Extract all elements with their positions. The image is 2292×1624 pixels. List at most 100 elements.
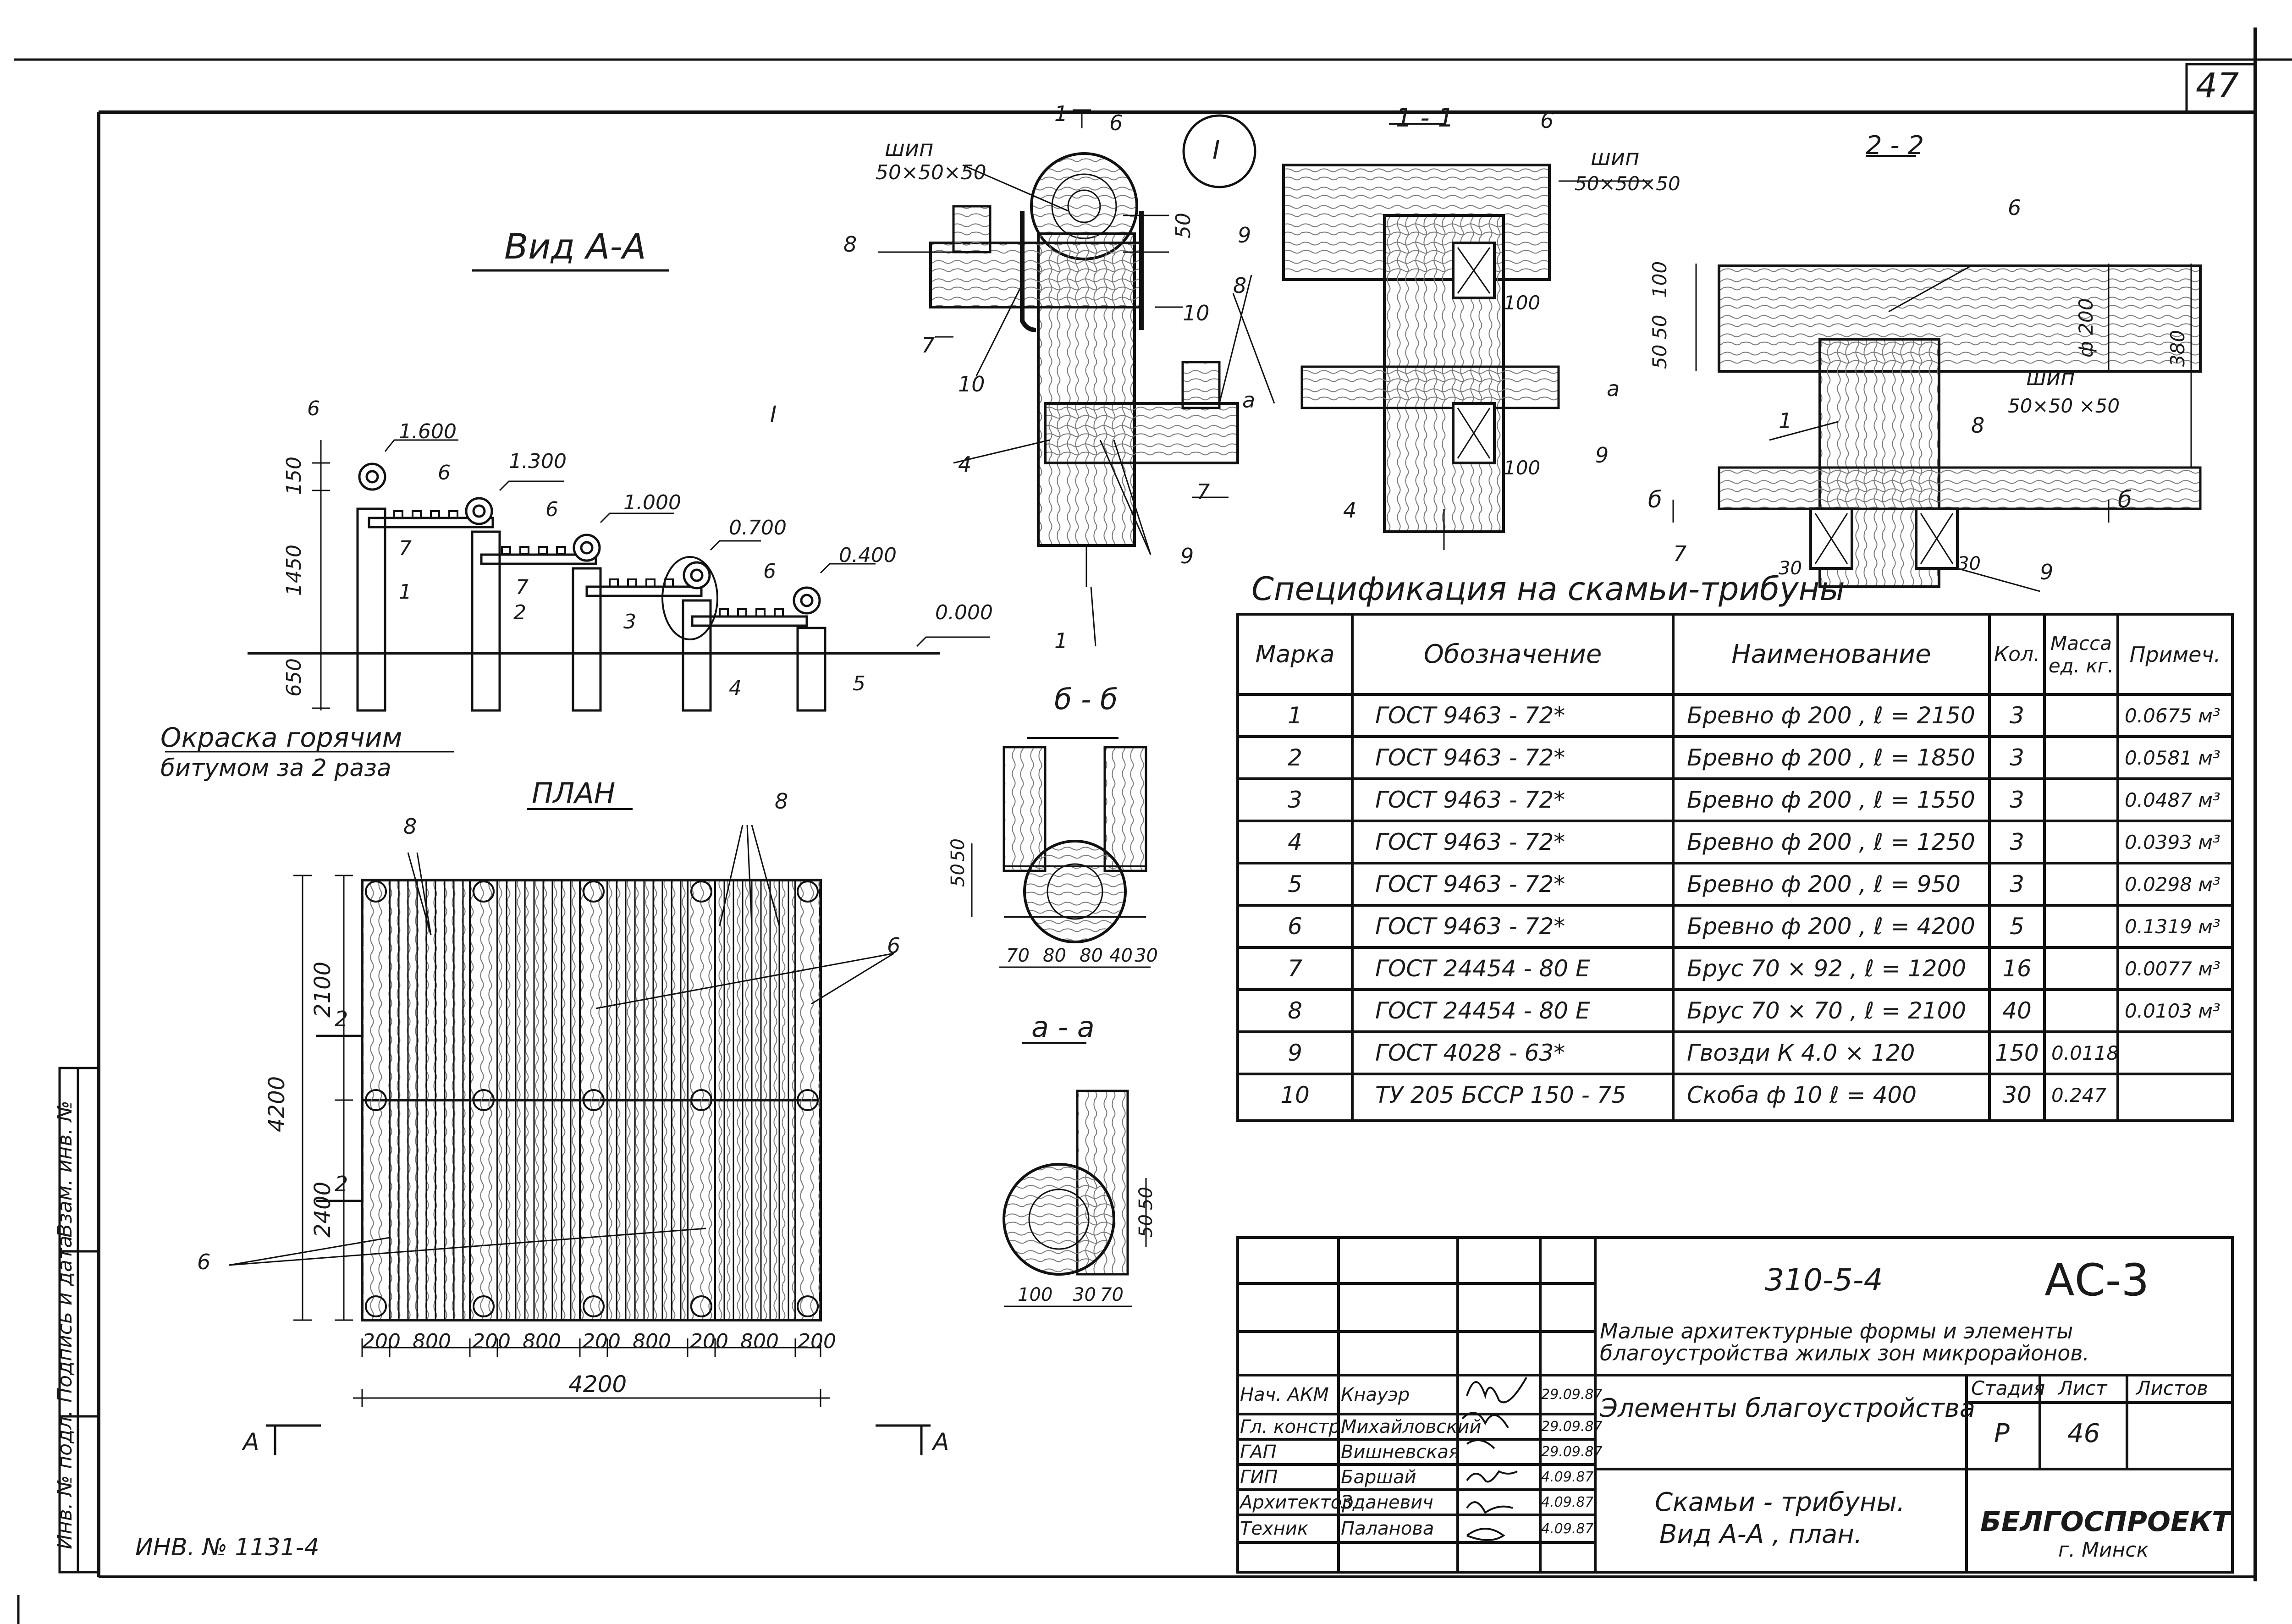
section-2-2-dim-50b: 50 bbox=[1648, 344, 1671, 369]
section-2-2-mark-1: 1 bbox=[1779, 408, 1792, 433]
title-sheet: 46 bbox=[2067, 1419, 2100, 1448]
spec-cell-designation: ГОСТ 9463 - 72* bbox=[1375, 829, 1565, 855]
plan-dim-2400: 2400 bbox=[310, 1181, 336, 1238]
spec-cell-designation: ГОСТ 9463 - 72* bbox=[1375, 913, 1565, 940]
staff-role: Техник bbox=[1240, 1518, 1309, 1539]
spec-cell-mass bbox=[2051, 947, 2116, 990]
elevation-mark-6c: 6 bbox=[545, 498, 558, 521]
spec-cell-designation: ГОСТ 9463 - 72* bbox=[1375, 787, 1565, 813]
section-2-2-dim-30-left: 30 bbox=[1779, 558, 1802, 579]
node-mark-6: 6 bbox=[1109, 110, 1123, 135]
section-a-a-view bbox=[1003, 1042, 1147, 1307]
spec-cell-note: 0.0077 м³ bbox=[2125, 957, 2220, 980]
spec-header-name: Наименование bbox=[1731, 639, 1931, 669]
title-sheets-label: Листов bbox=[2136, 1377, 2208, 1399]
side-stamp bbox=[58, 1067, 100, 1574]
title-stage: Р bbox=[1994, 1419, 2010, 1448]
spec-cell-qty: 150 bbox=[1995, 1040, 2039, 1066]
spec-cell-qty: 40 bbox=[2002, 997, 2032, 1024]
section-b-b-title: б - б bbox=[1054, 683, 1118, 716]
spec-header-mark: Марка bbox=[1255, 640, 1335, 668]
plan-mark-8-left: 8 bbox=[403, 814, 417, 839]
spec-table-grid bbox=[1236, 613, 2234, 1122]
spec-cell-mark: 8 bbox=[1288, 997, 1302, 1024]
spec-cell-mass bbox=[2051, 694, 2116, 737]
elevation-mark-6d: 6 bbox=[763, 560, 776, 583]
section-2-2-dim-dia: ф 200 bbox=[2075, 298, 2097, 358]
plan-mark-8-right: 8 bbox=[775, 789, 788, 814]
spec-cell-name: Бревно ф 200 , ℓ = 950 bbox=[1687, 871, 1961, 897]
spec-cell-mark: 2 bbox=[1288, 744, 1302, 771]
node-label: I bbox=[1212, 135, 1220, 165]
side-stamp-label-1: Инв. № подл. bbox=[53, 1410, 77, 1549]
spec-cell-name: Бревно ф 200 , ℓ = 1550 bbox=[1687, 787, 1975, 813]
spec-cell-designation: ГОСТ 9463 - 72* bbox=[1375, 702, 1565, 729]
section-1-1-mark-4: 4 bbox=[1343, 498, 1357, 523]
spec-cell-qty: 3 bbox=[2010, 787, 2024, 813]
level-0700: 0.700 bbox=[729, 516, 787, 539]
plan-dim-h-8: 200 bbox=[798, 1330, 836, 1353]
spec-cell-name: Бревно ф 200 , ℓ = 2150 bbox=[1687, 702, 1975, 729]
level-1300: 1.300 bbox=[509, 450, 567, 473]
staff-date: 4.09.87 bbox=[1541, 1520, 1594, 1537]
staff-name: Паланова bbox=[1341, 1518, 1434, 1539]
spec-cell-mass bbox=[2051, 905, 2116, 947]
staff-name: Зданевич bbox=[1341, 1492, 1433, 1513]
spec-cell-designation: ГОСТ 4028 - 63* bbox=[1375, 1040, 1565, 1066]
spec-cell-mass: 0.0118 bbox=[2051, 1041, 2119, 1064]
spec-cell-note: 0.0393 м³ bbox=[2125, 831, 2220, 853]
section-1-1-mark-9: 9 bbox=[1595, 443, 1609, 468]
staff-name: Кнауэр bbox=[1341, 1384, 1410, 1405]
plan-dim-2100: 2100 bbox=[310, 961, 336, 1018]
elevation-mark-7b: 7 bbox=[516, 576, 529, 599]
plan-section-2-bottom: 2 bbox=[335, 1172, 348, 1196]
inv-number: ИНВ. № 1131-4 bbox=[135, 1534, 320, 1561]
title-project-text: Малые архитектурные формы и элементы бла… bbox=[1600, 1319, 2090, 1366]
section-1-1-section-a: а bbox=[1607, 376, 1620, 401]
spec-cell-designation: ГОСТ 9463 - 72* bbox=[1375, 744, 1565, 771]
spec-cell-note: 0.0298 м³ bbox=[2125, 873, 2220, 896]
elevation-view bbox=[165, 269, 990, 753]
plan-mark-6-right: 6 bbox=[887, 933, 901, 958]
section-a-a-dim-h1: 100 bbox=[1018, 1284, 1053, 1305]
section-2-2-dim-100: 100 bbox=[1648, 261, 1671, 298]
spec-header-note: Примеч. bbox=[2129, 642, 2221, 667]
section-2-2-view bbox=[1672, 155, 2202, 592]
section-2-2-section-b-right: б bbox=[2118, 486, 2132, 513]
spec-cell-designation: ТУ 205 БССР 150 - 75 bbox=[1375, 1082, 1626, 1108]
section-2-2-mark-8: 8 bbox=[1971, 413, 1985, 438]
node-dim-50: 50 bbox=[1172, 213, 1195, 238]
spec-cell-mark: 3 bbox=[1288, 787, 1302, 813]
spec-cell-note: 0.0675 м³ bbox=[2125, 704, 2220, 727]
title-code: 310-5-4 bbox=[1765, 1262, 1883, 1298]
spec-cell-note bbox=[2125, 1032, 2230, 1074]
section-2-2-section-b-left: б bbox=[1648, 486, 1662, 513]
section-2-2-title: 2 - 2 bbox=[1866, 131, 1924, 160]
spec-header-mass: Масса ед. кг. bbox=[2048, 632, 2114, 677]
level-0000: 0.000 bbox=[935, 601, 993, 624]
staff-date: 4.09.87 bbox=[1541, 1469, 1594, 1485]
signature-1 bbox=[1466, 1377, 1527, 1404]
staff-role: Гл. констр. bbox=[1240, 1416, 1346, 1437]
plan-section-2-top: 2 bbox=[335, 1007, 348, 1031]
section-1-1-dim-bottom: 100 bbox=[1504, 457, 1541, 479]
title-drawing-1: Скамьи - трибуны. bbox=[1655, 1487, 1905, 1517]
spec-header-designation: Обозначение bbox=[1423, 639, 1602, 669]
section-2-2-dim-50a: 50 bbox=[1648, 314, 1671, 339]
spec-cell-qty: 16 bbox=[2002, 955, 2032, 982]
node-I-view bbox=[878, 109, 1275, 647]
node-section-a: а bbox=[1242, 388, 1256, 413]
section-b-b-dim-v1: 50 bbox=[948, 864, 969, 887]
staff-date: 29.09.87 bbox=[1541, 1444, 1603, 1460]
staff-role: ГИП bbox=[1240, 1466, 1278, 1488]
side-stamp-label-3: Взам. инв. № bbox=[53, 1101, 77, 1238]
node-mark-4: 4 bbox=[958, 452, 972, 477]
elevation-mark-5: 5 bbox=[853, 672, 865, 695]
node-mark-9-top: 9 bbox=[1238, 223, 1251, 248]
level-0400: 0.400 bbox=[839, 544, 897, 567]
level-1000: 1.000 bbox=[623, 491, 681, 514]
signature-4 bbox=[1466, 1470, 1518, 1483]
spec-cell-mark: 9 bbox=[1288, 1040, 1302, 1066]
title-project: Малые архитектурные формы и элементы бла… bbox=[1600, 1320, 2228, 1365]
staff-role: Нач. АКМ bbox=[1240, 1384, 1329, 1405]
